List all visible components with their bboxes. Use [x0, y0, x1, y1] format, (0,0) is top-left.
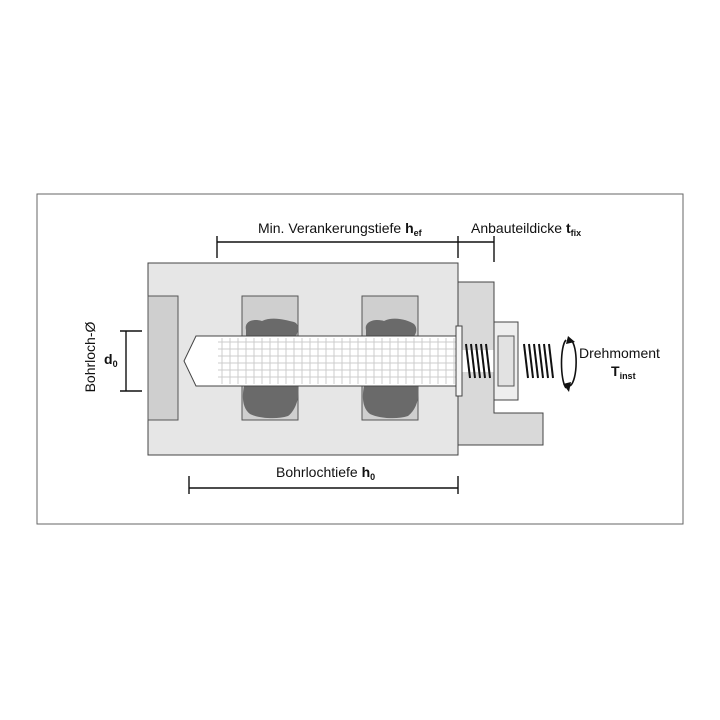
label-anchor-depth: Min. Verankerungstiefe hef: [258, 220, 423, 238]
drill-hole-end: [147, 295, 179, 421]
thread-coil: [548, 343, 554, 379]
dimension-hole-diameter: [120, 330, 142, 392]
label-torque: Drehmoment: [579, 345, 660, 361]
dimension-hole-depth: [188, 476, 459, 494]
thread-coil: [465, 343, 471, 379]
anchor-rod: [183, 335, 459, 387]
label-d0: d0: [104, 351, 118, 369]
label-hole-depth: Bohrlochtiefe h0: [276, 464, 375, 482]
label-torque-symbol: Tinst: [611, 363, 636, 381]
mortar-blob-bottom-2: [362, 386, 419, 419]
thread-coil: [470, 343, 476, 379]
fixture-plate: [457, 281, 544, 446]
torque-arrow: [560, 336, 577, 392]
thread-coil: [485, 343, 491, 379]
washer: [455, 325, 463, 397]
label-hole-diameter: Bohrloch-Ø: [82, 321, 98, 392]
thread-coil: [543, 343, 549, 379]
thread-coil: [528, 343, 534, 379]
mortar-blob-bottom-1: [242, 386, 299, 419]
thread-coil: [533, 343, 539, 379]
mortar-blob-top-1: [245, 318, 298, 336]
nut-face: [497, 335, 515, 387]
dimension-anchor-depth: [216, 236, 459, 258]
thread-coil: [480, 343, 486, 379]
thread-coil: [538, 343, 544, 379]
thread-coils: [465, 343, 554, 379]
thread-coil: [523, 343, 529, 379]
dimension-fixture-thickness: [458, 236, 495, 262]
mortar-blob-top-2: [365, 318, 417, 336]
thread-coil: [475, 343, 481, 379]
label-fixture-thickness: Anbauteildicke tfix: [471, 220, 581, 238]
